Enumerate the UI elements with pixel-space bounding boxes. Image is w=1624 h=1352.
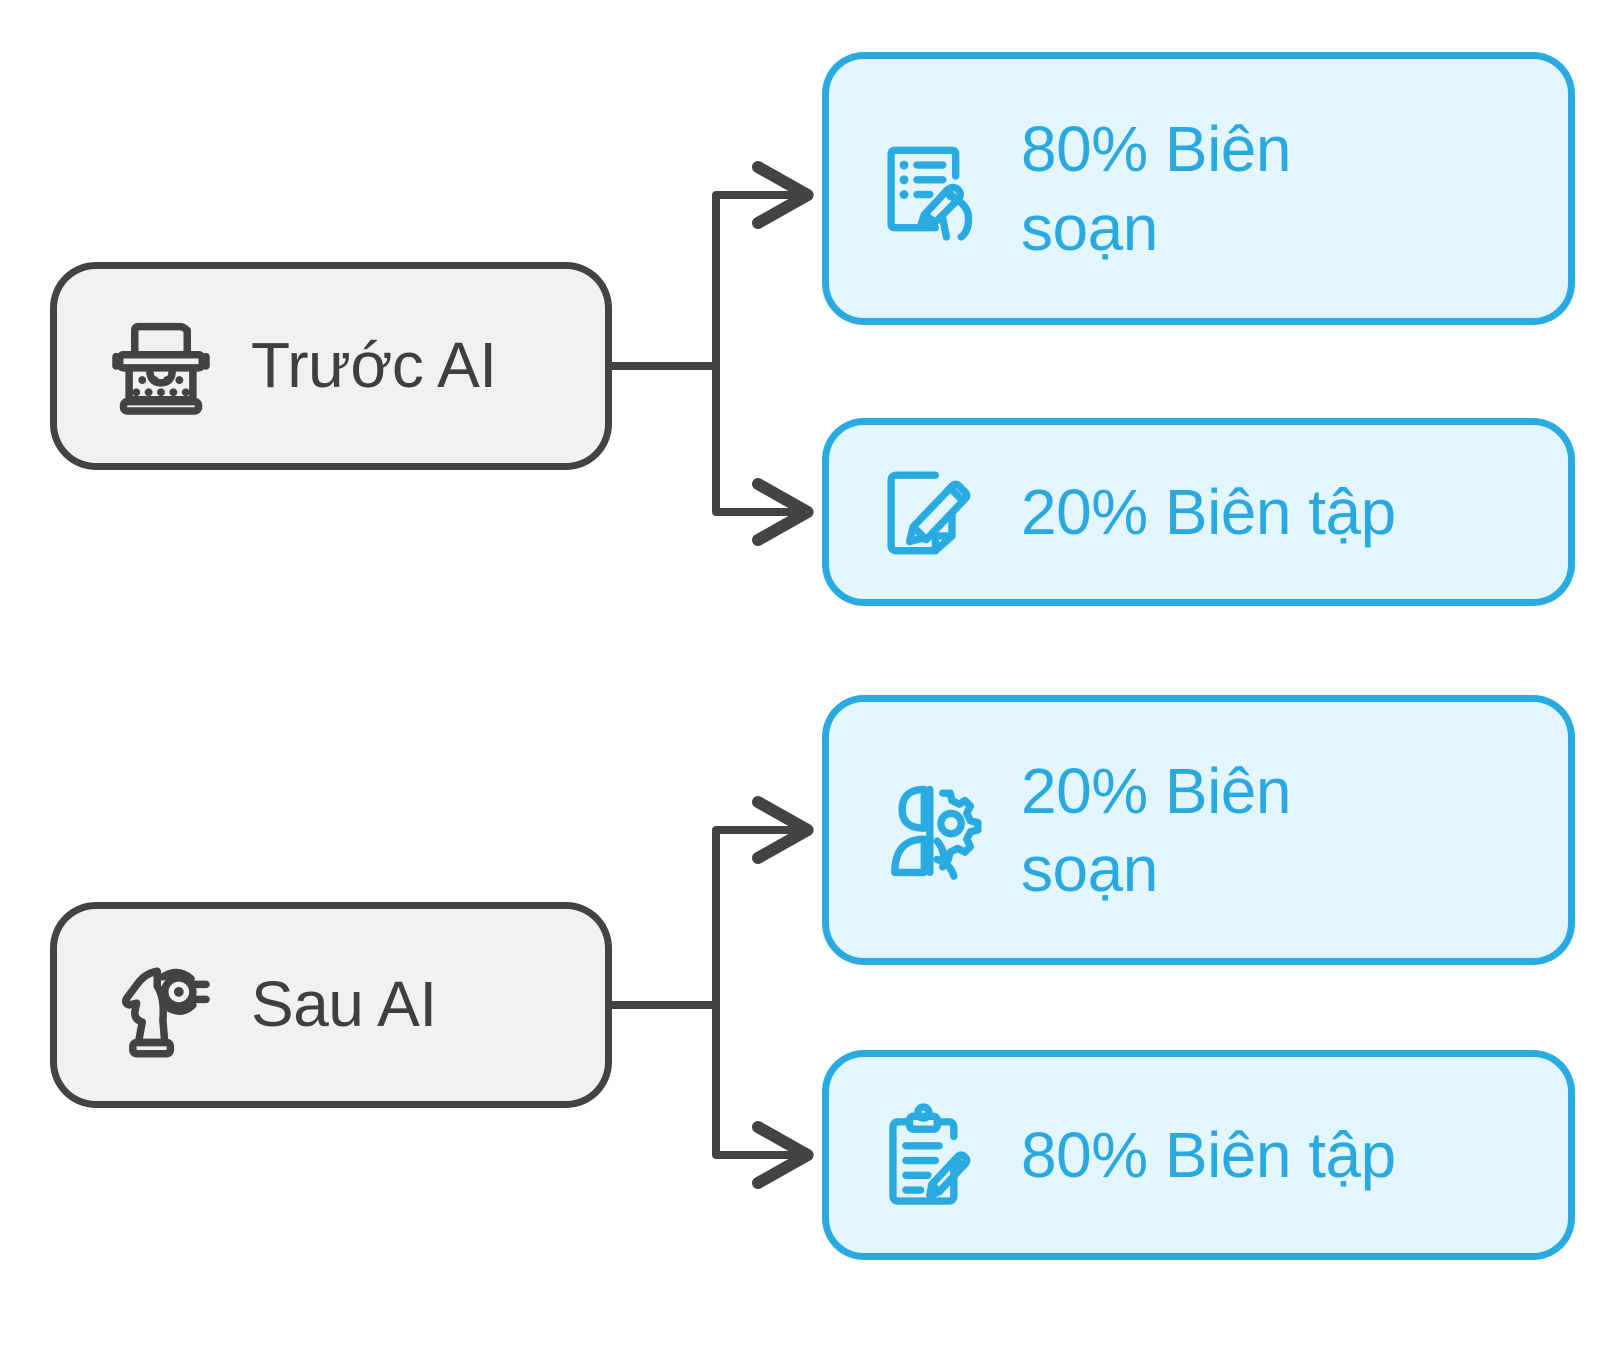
connector-before-ai	[612, 161, 814, 546]
human-gear-ai-icon	[891, 785, 982, 880]
node-label-before-ai-editing: 20% Biên tập	[1021, 475, 1396, 548]
node-label-after-ai: Sau AI	[251, 968, 437, 1041]
connector-after-ai	[612, 796, 814, 1189]
node-label-after-ai-editing: 80% Biên tập	[1021, 1118, 1396, 1191]
node-before-ai[interactable]: Trước AI	[50, 262, 612, 470]
chess-knight-robot-icon	[122, 967, 210, 1058]
node-after-ai[interactable]: Sau AI	[50, 902, 612, 1108]
document-pencil-edit-icon	[887, 471, 971, 555]
node-before-ai-drafting[interactable]: 80% Biên soạn	[822, 52, 1575, 325]
node-label-before-ai-drafting: 80% Biên soạn	[1021, 113, 1291, 264]
node-label-before-ai: Trước AI	[251, 329, 497, 402]
node-after-ai-drafting[interactable]: 20% Biên soạn	[822, 695, 1575, 965]
node-before-ai-editing[interactable]: 20% Biên tập	[822, 418, 1575, 606]
node-label-after-ai-drafting: 20% Biên soạn	[1021, 754, 1291, 905]
clipboard-pencil-icon	[889, 1103, 971, 1205]
node-after-ai-editing[interactable]: 80% Biên tập	[822, 1050, 1575, 1260]
typewriter-icon	[112, 322, 210, 415]
document-handwriting-icon	[887, 146, 973, 241]
